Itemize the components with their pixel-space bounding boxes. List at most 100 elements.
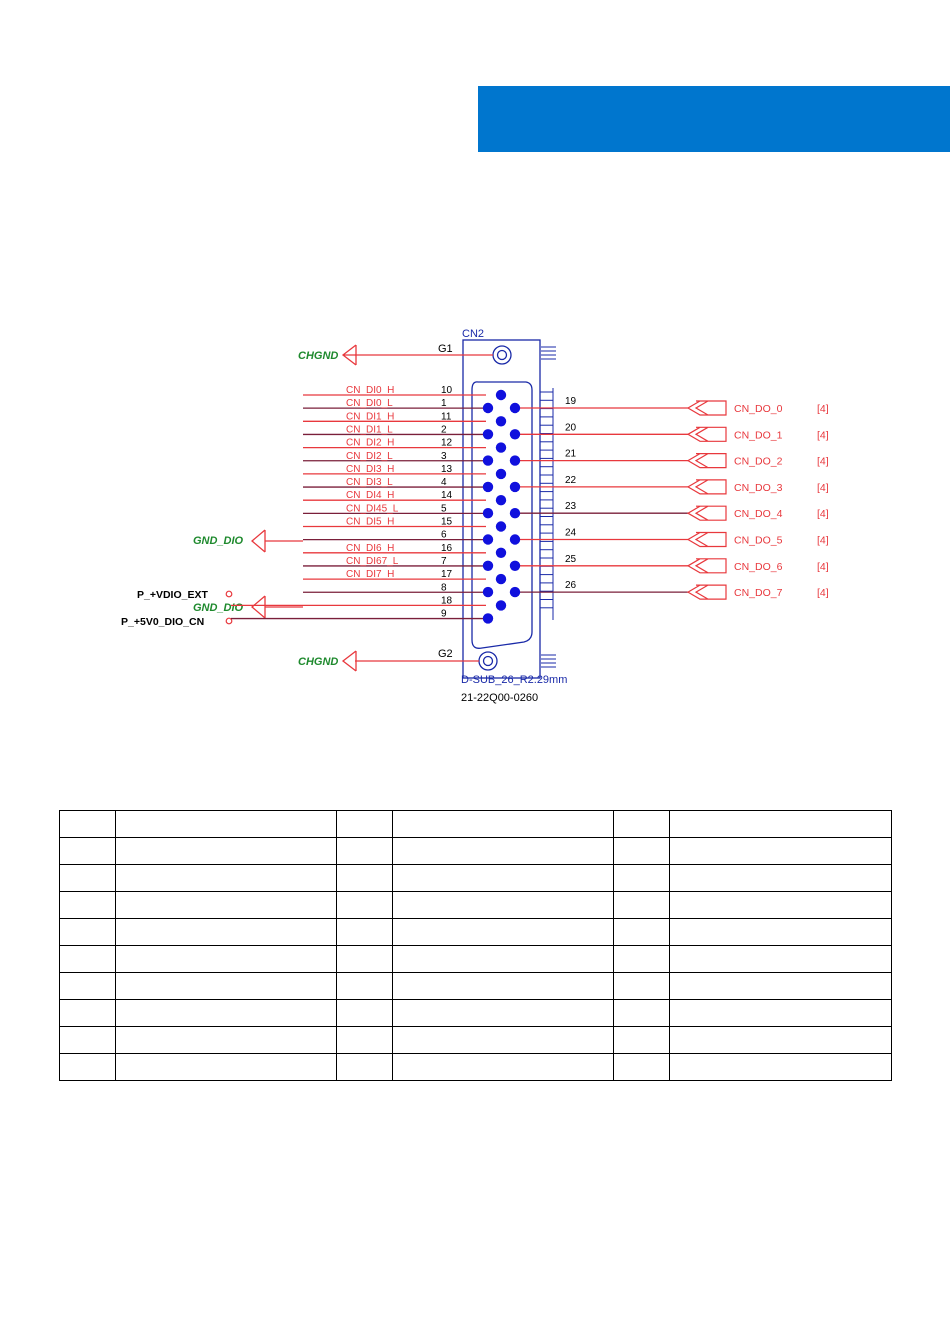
- net-name-label: CN_DI3_L: [346, 477, 393, 488]
- offpage-connector-symbol: [686, 558, 727, 574]
- connector-pin: [482, 508, 494, 519]
- power-net-label-5v0: P_+5V0_DIO_CN: [121, 616, 204, 628]
- table-cell: [613, 864, 670, 892]
- table-cell: [336, 810, 393, 838]
- net-name-label: CN_DI45_L: [346, 503, 399, 514]
- table-cell: [336, 972, 393, 1000]
- connector-refdes: CN2: [462, 328, 484, 340]
- net-name-label: CN_DI0_L: [346, 398, 393, 409]
- gnd-dio-label-lower: GND_DIO: [193, 602, 244, 614]
- shield-hole-top: [492, 345, 512, 365]
- table-cell: [59, 945, 116, 973]
- table-cell: [669, 1026, 892, 1054]
- net-name-label: CN_DO_5: [734, 535, 783, 547]
- net-name-label: CN_DI1_H: [346, 411, 394, 422]
- pin-number-label: 1: [441, 398, 447, 409]
- table-cell: [613, 918, 670, 946]
- table-cell: [613, 1026, 670, 1054]
- net-name-label: CN_DO_1: [734, 429, 783, 441]
- pin-tick-marks: [540, 388, 554, 620]
- connector-shell: [471, 381, 533, 649]
- table-cell: [669, 864, 892, 892]
- table-cell: [59, 1053, 116, 1081]
- connector-pin: [495, 416, 507, 427]
- table-row: [59, 864, 892, 892]
- connector-pin: [482, 534, 494, 545]
- table-cell: [59, 810, 116, 838]
- connector-pin: [482, 481, 494, 493]
- connector-pin: [482, 402, 494, 414]
- pin-number-label: 19: [565, 396, 577, 407]
- pin-number-label: 23: [565, 501, 577, 512]
- pin-number-label: 2: [441, 424, 447, 435]
- connector-pin: [509, 560, 521, 571]
- shield-label-g1: G1: [438, 343, 453, 355]
- table-cell: [613, 837, 670, 865]
- table-cell: [115, 1053, 337, 1081]
- left-net-wires: 10CN_DI0_H1CN_DI0_L11CN_DI1_H2CN_DI1_L12…: [231, 385, 486, 620]
- sheet-reference: [4]: [817, 482, 829, 494]
- pin-number-label: 10: [441, 385, 453, 396]
- sheet-reference: [4]: [817, 587, 829, 599]
- table-cell: [115, 918, 337, 946]
- pin-assignment-table: [59, 810, 892, 1081]
- pin-number-label: 22: [565, 475, 577, 486]
- pin-number-label: 4: [441, 477, 447, 488]
- net-name-label: CN_DO_3: [734, 482, 783, 494]
- table-cell: [392, 918, 614, 946]
- net-name-label: CN_DI2_H: [346, 438, 394, 449]
- table-cell: [392, 810, 614, 838]
- chgnd-label-bottom: CHGND: [298, 656, 338, 668]
- table-cell: [613, 999, 670, 1027]
- connector-pin: [495, 495, 507, 506]
- table-cell: [392, 1026, 614, 1054]
- power-net-label-vdio: P_+VDIO_EXT: [137, 589, 208, 601]
- table-cell: [392, 864, 614, 892]
- connector-pin: [495, 521, 507, 532]
- right-net-wires: 19CN_DO_0[4]20CN_DO_1[4]21CN_DO_2[4]22CN…: [516, 396, 829, 600]
- table-cell: [669, 999, 892, 1027]
- table-cell: [115, 972, 337, 1000]
- offpage-connector-symbol: [686, 426, 727, 442]
- connector-pin: [495, 600, 507, 611]
- table-cell: [336, 837, 393, 865]
- net-name-label: CN_DO_4: [734, 508, 783, 520]
- table-cell: [59, 1026, 116, 1054]
- table-cell: [392, 1053, 614, 1081]
- table-cell: [669, 945, 892, 973]
- sheet-reference: [4]: [817, 429, 829, 441]
- pin-number-label: 9: [441, 609, 447, 620]
- offpage-connector-symbol: [686, 584, 727, 600]
- power-port-5v0: [225, 617, 233, 625]
- connector-pin: [482, 429, 494, 440]
- connector-pin: [482, 586, 494, 598]
- pin-number-label: 21: [565, 449, 577, 460]
- table-cell: [669, 972, 892, 1000]
- sheet-reference: [4]: [817, 456, 829, 468]
- hatch-marks-top: [541, 346, 556, 360]
- table-cell: [613, 1053, 670, 1081]
- table-row: [59, 837, 892, 865]
- pin-number-label: 5: [441, 503, 447, 514]
- offpage-connector-symbol: [686, 479, 727, 495]
- connector-part-number: 21-22Q00-0260: [461, 692, 538, 704]
- net-name-label: CN_DI1_L: [346, 424, 393, 435]
- sheet-reference: [4]: [817, 508, 829, 520]
- table-cell: [115, 1026, 337, 1054]
- table-cell: [669, 837, 892, 865]
- table-cell: [336, 945, 393, 973]
- connector-pin: [495, 468, 507, 480]
- table-cell: [336, 1053, 393, 1081]
- sheet-reference: [4]: [817, 561, 829, 573]
- connector-pin: [509, 455, 521, 466]
- table-cell: [59, 918, 116, 946]
- table-row: [59, 999, 892, 1027]
- table-row: [59, 1026, 892, 1054]
- table-cell: [392, 945, 614, 973]
- table-cell: [115, 837, 337, 865]
- pin-number-label: 17: [441, 569, 453, 580]
- table-cell: [613, 945, 670, 973]
- net-name-label: CN_DI0_H: [346, 385, 394, 396]
- connector-schematic: CN2 D-SUB_26_R2.29mm 21-22Q00-0260 G1 G2…: [121, 328, 829, 704]
- net-name-label: CN_DI67_L: [346, 556, 399, 567]
